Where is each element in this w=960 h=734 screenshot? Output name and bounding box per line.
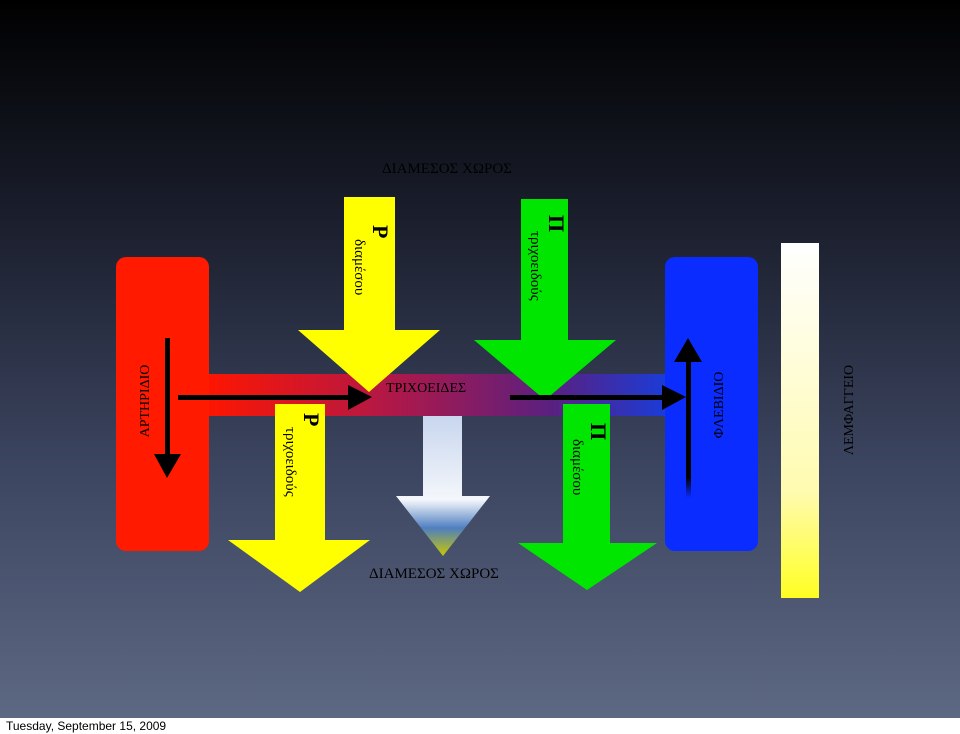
pi-capillary-arrow [474, 199, 616, 400]
venule-label: ΦΛΕΒΙΔΙΟ [712, 371, 727, 439]
capillary-flow-arrow-left [178, 385, 372, 410]
capillaries-label: ΤΡΙΧΟΕΙΔΕΣ [386, 381, 467, 396]
pi-interstitial-symbol: Π [586, 423, 611, 441]
capillary-flow-arrow-right [510, 385, 686, 410]
footer: Tuesday, September 15, 2009 [0, 718, 960, 734]
p-interstitial-arrow [298, 197, 440, 392]
arteriole-label: ΑΡΤΗΡΙΔΙΟ [138, 364, 153, 438]
arteriole-flow-arrow [154, 338, 181, 478]
p-interstitial-label: P διαμέσου [347, 225, 393, 335]
p-capillary-sub: τριχοειδούς [282, 427, 298, 497]
p-capillary-arrow [228, 404, 370, 592]
lymphatic-bar [781, 243, 819, 598]
interstitial-space-bottom-label: ΔΙΑΜΕΣΟΣ ΧΩΡΟΣ [369, 566, 499, 582]
diagram-canvas [116, 197, 819, 598]
p-capillary-symbol: P [299, 413, 324, 427]
footer-date: Tuesday, September 15, 2009 [6, 719, 167, 733]
slide: ΔΙΑΜΕΣΟΣ ΧΩΡΟΣ ΔΙΑΜΕΣΟΣ ΧΩΡΟΣ ΤΡΙΧΟΕΙΔΕΣ… [0, 0, 960, 718]
arteriole-block [116, 257, 209, 551]
filtration-arrow [396, 416, 490, 556]
pi-interstitial-label: Π διαμέσου [565, 423, 611, 553]
pi-interstitial-arrow [518, 404, 657, 590]
p-capillary-label: P τριχοειδούς [278, 413, 324, 563]
venule-flow-arrow [674, 338, 702, 498]
pi-capillary-sub: τριχοειδούς [527, 231, 543, 301]
lymphatic-label: ΛΕΜΦΑΓΓΕΙΟ [842, 364, 857, 456]
pi-capillary-label: Π τριχοειδούς [523, 215, 569, 365]
pi-interstitial-sub: διαμέσου [569, 439, 585, 496]
pi-capillary-symbol: Π [544, 215, 569, 233]
interstitial-space-top-label: ΔΙΑΜΕΣΟΣ ΧΩΡΟΣ [382, 161, 512, 177]
p-interstitial-sub: διαμέσου [351, 239, 367, 296]
p-interstitial-symbol: P [368, 225, 393, 239]
